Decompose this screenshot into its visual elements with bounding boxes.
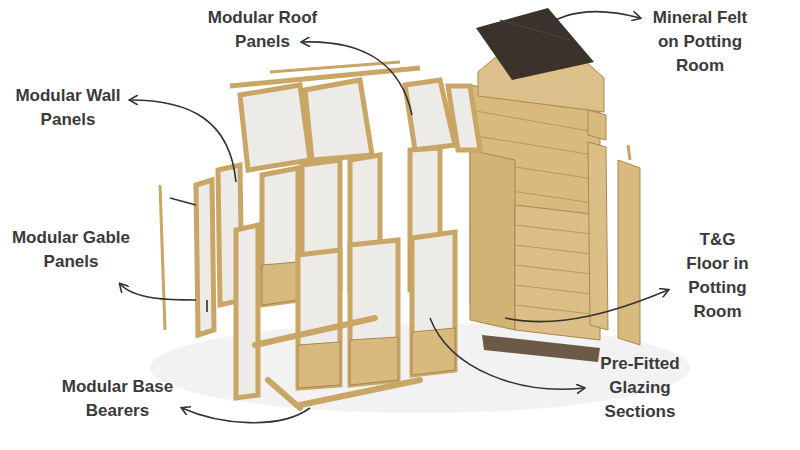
callout-label: T&G Floor in Potting Room xyxy=(680,228,755,324)
callout-label: Modular Gable Panels xyxy=(6,226,136,274)
callout-label: Modular Base Bearers xyxy=(55,375,180,423)
callout-label: Modular Roof Panels xyxy=(200,6,325,54)
callout-label: Modular Wall Panels xyxy=(8,84,128,132)
callout-label: Pre-Fitted Glazing Sections xyxy=(590,352,690,424)
callout-label: Mineral Felt on Potting Room xyxy=(645,6,755,78)
